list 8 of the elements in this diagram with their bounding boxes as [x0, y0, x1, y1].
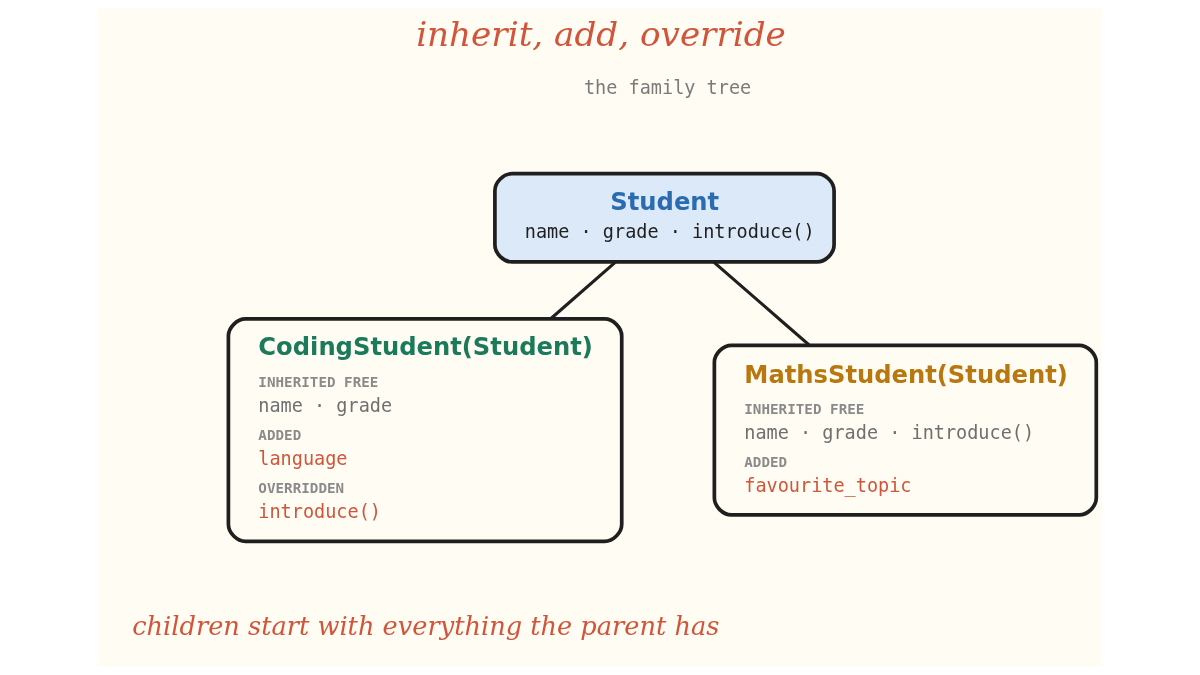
diagram-title: inherit, add, override	[416, 13, 786, 54]
node-box: CodingStudent(Student) INHERITED FREE name · grade ADDED language OVERRIDDEN introduce()	[226, 317, 624, 544]
connector	[712, 260, 811, 347]
label: children start with everything the parent has	[132, 610, 720, 641]
node-box: MathsStudent(Student) INHERITED FREE name · grade · introduce() ADDED favourite_topic	[712, 343, 1099, 517]
label: the family tree	[583, 77, 752, 99]
node-box: Student name · grade · introduce()	[493, 171, 836, 264]
connector	[549, 260, 617, 320]
